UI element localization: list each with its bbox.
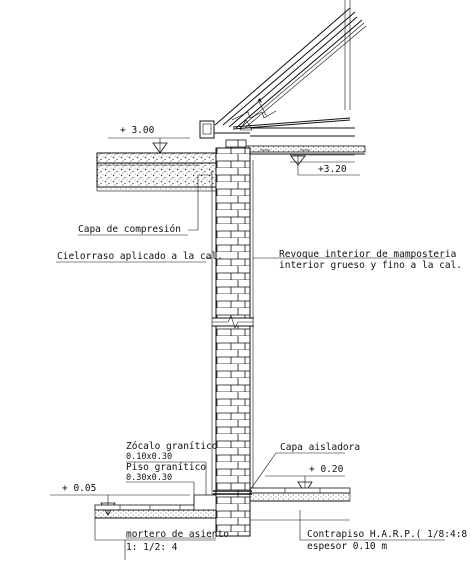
label-piso: Piso granítico: [126, 462, 206, 473]
brick-wall: [211, 139, 254, 537]
ceiling: [244, 145, 366, 176]
label-mortero: mortero de asiento: [126, 529, 229, 540]
level-ceiling: +3.20: [318, 164, 347, 175]
label-espesor: espesor 0.10 m: [307, 541, 387, 552]
label-zocalo-dim: 0.10x0.30: [126, 452, 172, 462]
label-zocalo: Zócalo granítico: [126, 441, 218, 452]
level-slab-top: + 3.00: [120, 125, 155, 136]
label-contrapiso: Contrapiso H.A.R.P.( 1/8:4:8 ): [307, 529, 471, 540]
label-revoque-line2: interior grueso y fino a la cal.: [279, 260, 462, 271]
label-revoque-line1: Revoque interior de mamposteria: [279, 249, 456, 260]
slab: [96, 137, 235, 192]
label-mortero-mix: 1: 1/2: 4: [126, 542, 178, 553]
level-floor-right: + 0.20: [309, 464, 344, 475]
roof: [199, 0, 367, 139]
leaders: [56, 174, 445, 560]
floors: [50, 475, 351, 541]
label-cielorraso: Cielorraso aplicado a la cal.: [57, 251, 223, 262]
label-piso-dim: 0.30x0.30: [126, 473, 172, 483]
label-capa-compresion: Capa de compresión: [78, 224, 181, 235]
level-floor-left: + 0.05: [62, 483, 96, 494]
label-capa-aisladora: Capa aisladora: [280, 442, 360, 453]
